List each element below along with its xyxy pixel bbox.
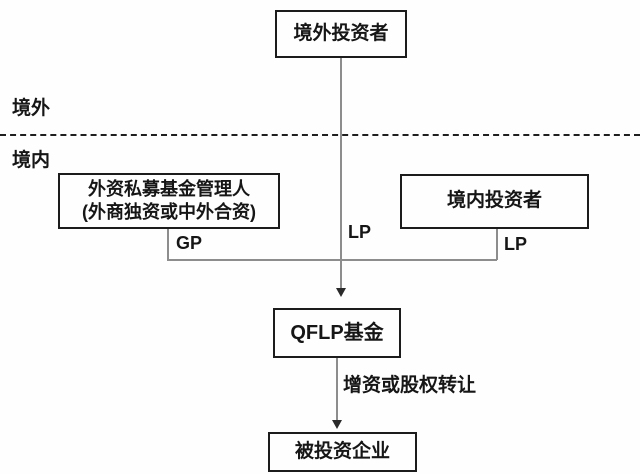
node-domestic-investor: 境内投资者 [400,174,589,229]
node-foreign-investor-label: 境外投资者 [293,22,389,44]
node-fund-manager-label-line1: 外资私募基金管理人 [88,178,250,199]
node-fund-manager-label-line2: (外商独资或中外合资) [82,202,256,222]
node-qflp-fund: QFLP基金 [273,308,401,358]
node-foreign-investor: 境外投资者 [275,10,407,58]
qflp-to-investee-line [336,358,338,421]
investment-edge-label: 增资或股权转让 [343,375,477,396]
domestic-investor-lp-line [496,229,498,260]
foreign-investor-to-qflp-line [340,58,342,288]
node-qflp-fund-label: QFLP基金 [290,322,384,344]
lp-domestic-edge-label: LP [504,234,528,254]
offshore-region-label: 境外 [12,98,51,119]
gp-edge-label: GP [176,233,203,253]
onshore-region-label: 境内 [12,150,51,171]
offshore-onshore-divider-line [0,134,640,136]
node-investee: 被投资企业 [268,432,417,472]
arrowhead-into-qflp-icon [336,288,346,297]
fund-manager-gp-line [167,229,169,260]
arrowhead-into-investee-icon [332,420,342,429]
node-investee-label: 被投资企业 [294,440,390,462]
node-domestic-investor-label: 境内投资者 [446,190,542,212]
node-fund-manager: 外资私募基金管理人 (外商独资或中外合资) [58,173,280,229]
partner-collector-line [167,259,497,261]
lp-foreign-edge-label: LP [348,222,372,242]
